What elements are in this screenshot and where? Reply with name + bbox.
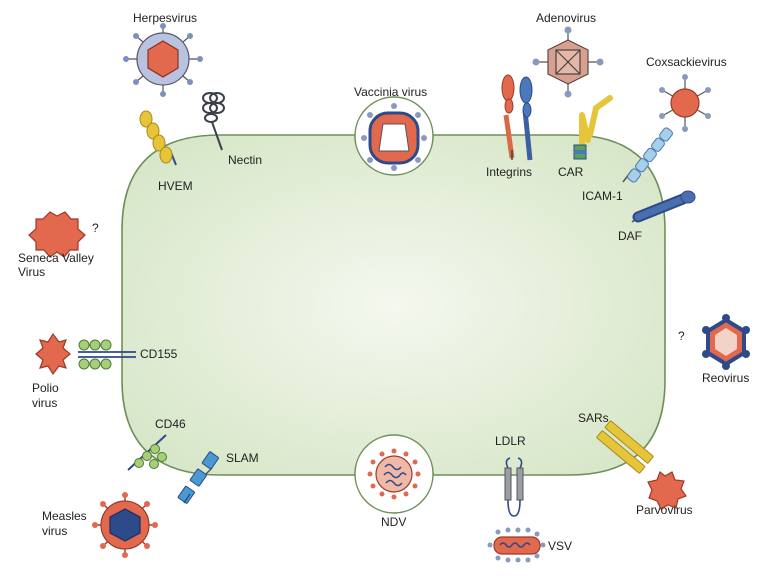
reovirus-particle xyxy=(702,314,750,370)
adenovirus-label: Adenovirus xyxy=(536,11,596,25)
herpesvirus-particle xyxy=(123,23,203,97)
coxsackievirus-particle xyxy=(659,74,711,132)
polio-label-line2: virus xyxy=(32,396,57,410)
vaccinia-virus-particle xyxy=(354,96,434,176)
ndv-particle xyxy=(354,434,434,514)
cd155-label: CD155 xyxy=(140,347,178,361)
cd46-label: CD46 xyxy=(155,417,186,431)
icam1-receptor xyxy=(622,127,673,183)
hvem-receptor xyxy=(139,110,177,166)
vsv-particle xyxy=(487,527,546,563)
hvem-label: HVEM xyxy=(158,179,193,193)
daf-label: DAF xyxy=(618,229,642,243)
daf-receptor xyxy=(631,190,696,223)
polio-virus-particle xyxy=(35,332,71,376)
nectin-label: Nectin xyxy=(228,153,262,167)
seneca-valley-virus-particle xyxy=(28,211,86,258)
ndv-label: NDV xyxy=(381,515,406,529)
measles-label-line2: virus xyxy=(42,524,67,538)
adenovirus-particle xyxy=(532,26,604,98)
sars-label: SARs xyxy=(578,411,609,425)
seneca-question: ? xyxy=(92,221,99,235)
herpesvirus-label: Herpesvirus xyxy=(133,11,197,25)
parvovirus-particle xyxy=(647,471,687,510)
polio-label-line1: Polio xyxy=(32,381,59,395)
ldlr-receptor xyxy=(504,457,524,517)
measles-label-line1: Measles xyxy=(42,509,87,523)
seneca-label-line1: Seneca Valley xyxy=(18,251,94,265)
cd155-receptor xyxy=(78,339,136,370)
car-label: CAR xyxy=(558,165,584,179)
vaccinia-label: Vaccinia virus xyxy=(354,85,427,99)
ldlr-label: LDLR xyxy=(495,434,526,448)
measles-virus-particle xyxy=(92,492,158,558)
icam1-label: ICAM-1 xyxy=(582,189,623,203)
reovirus-question: ? xyxy=(678,329,685,343)
sars-receptor xyxy=(596,420,654,474)
car-receptor xyxy=(573,95,613,160)
parvovirus-label: Parvovirus xyxy=(636,503,693,517)
slam-receptor xyxy=(177,451,220,504)
nectin-receptor xyxy=(202,92,225,151)
slam-label: SLAM xyxy=(226,451,259,465)
integrins-receptor xyxy=(501,74,533,161)
cd46-receptor xyxy=(127,434,167,471)
reovirus-label: Reovirus xyxy=(702,371,749,385)
vsv-label: VSV xyxy=(548,539,572,553)
coxsackievirus-label: Coxsackievirus xyxy=(646,55,727,69)
seneca-label-line2: Virus xyxy=(18,265,45,279)
integrins-label: Integrins xyxy=(486,165,532,179)
